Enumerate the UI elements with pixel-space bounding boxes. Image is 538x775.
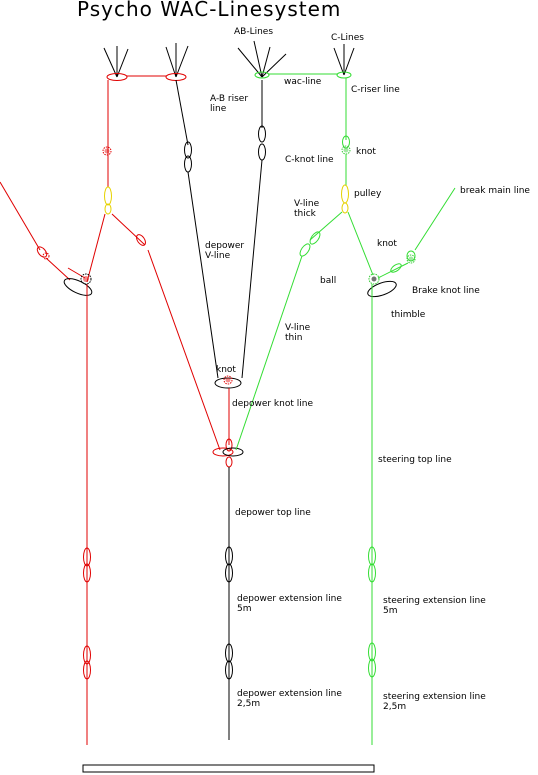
label-depower-ext25-2: 2,5m (237, 699, 260, 709)
label-steering-ext5-2: 5m (383, 606, 398, 616)
label-steering-ext5-1: steering extension line (383, 596, 486, 606)
labels: AB-Lines C-Lines wac-line A-B riser line… (205, 27, 530, 712)
label-v-thick-2: thick (294, 209, 317, 219)
label-ab-lines: AB-Lines (234, 27, 273, 37)
label-knot-right: knot (377, 239, 397, 249)
label-depower-ext5-1: depower extension line (237, 594, 342, 604)
label-c-riser: C-riser line (351, 85, 400, 95)
label-ab-riser-1: A-B riser (210, 94, 248, 104)
green-line-group (235, 44, 456, 745)
label-depower-ext25-1: depower extension line (237, 689, 342, 699)
label-c-lines: C-Lines (331, 33, 364, 43)
label-ab-riser-2: line (210, 104, 227, 114)
label-thimble: thimble (391, 310, 426, 320)
label-v-thin-1: V-line (285, 323, 311, 333)
label-break-main: break main line (460, 186, 530, 196)
red-line-group (0, 43, 221, 745)
label-depower-v-2: V-line (205, 251, 231, 261)
label-brake-knot: Brake knot line (412, 286, 480, 296)
label-depower-top: depower top line (235, 508, 311, 518)
label-steering-top: steering top line (378, 455, 452, 465)
label-v-thin-2: thin (285, 333, 302, 343)
diagram-title: Psycho WAC-Linesystem (77, 0, 341, 21)
label-steering-ext25-2: 2,5m (383, 702, 406, 712)
black-line-group (175, 40, 287, 740)
label-knot-green: knot (356, 147, 376, 157)
label-depower-knot: depower knot line (232, 399, 313, 409)
label-depower-v-1: depower (205, 241, 244, 251)
label-v-thick-1: V-line (294, 199, 320, 209)
label-ball: ball (320, 276, 336, 286)
label-c-knot-line: C-knot line (285, 155, 334, 165)
label-pulley: pulley (354, 189, 382, 199)
label-knot-center: knot (216, 365, 236, 375)
label-depower-ext5-2: 5m (237, 604, 252, 614)
control-bar (82, 764, 375, 773)
label-wac-line: wac-line (284, 77, 322, 87)
label-steering-ext25-1: steering extension line (383, 692, 486, 702)
